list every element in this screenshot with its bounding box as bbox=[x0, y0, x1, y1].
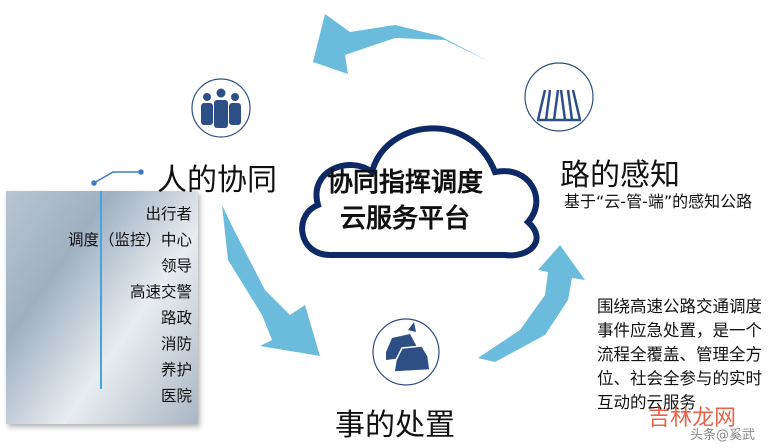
role-item: 调度（监控）中心 bbox=[67, 231, 192, 249]
cloud-line-2: 云服务平台 bbox=[339, 204, 470, 234]
cloud-title: 协同指挥调度 云服务平台 bbox=[305, 165, 505, 237]
road-icon bbox=[524, 62, 594, 132]
arrow-left bbox=[222, 205, 320, 356]
watermark-sub: 头条@奚武 bbox=[690, 428, 756, 443]
panel-divider bbox=[100, 191, 102, 389]
car-crash-icon bbox=[372, 318, 440, 386]
road-desc: 基于“云-管-端”的感知公路 bbox=[564, 192, 753, 211]
watermark: 吉林龙网 bbox=[648, 406, 737, 431]
role-item: 领导 bbox=[160, 257, 192, 275]
role-item: 出行者 bbox=[145, 205, 192, 223]
people-title: 人的协同 bbox=[157, 163, 277, 198]
role-item: 高速交警 bbox=[129, 283, 192, 301]
role-item: 医院 bbox=[160, 387, 192, 405]
event-title: 事的处置 bbox=[335, 408, 455, 443]
role-item: 路政 bbox=[160, 309, 192, 327]
role-item: 消防 bbox=[160, 335, 192, 353]
cloud-shape bbox=[299, 125, 540, 259]
role-item: 养护 bbox=[160, 361, 192, 379]
event-desc: 围绕高速公路交通调度事件应急处置，是一个 流程全覆盖、管理全方位、社会全参与的实… bbox=[597, 297, 762, 412]
roles-panel: 出行者 调度（监控）中心 领导 高速交警 路政 消防 养护 医院 bbox=[6, 191, 198, 424]
arrow-top bbox=[313, 14, 490, 74]
cloud-line-1: 协同指挥调度 bbox=[326, 168, 483, 198]
arrow-right bbox=[478, 245, 585, 362]
road-title: 路的感知 bbox=[560, 158, 680, 193]
people-icon bbox=[191, 78, 251, 138]
connector-line bbox=[91, 169, 144, 186]
roles-list: 出行者 调度（监控）中心 领导 高速交警 路政 消防 养护 医院 bbox=[68, 201, 192, 409]
